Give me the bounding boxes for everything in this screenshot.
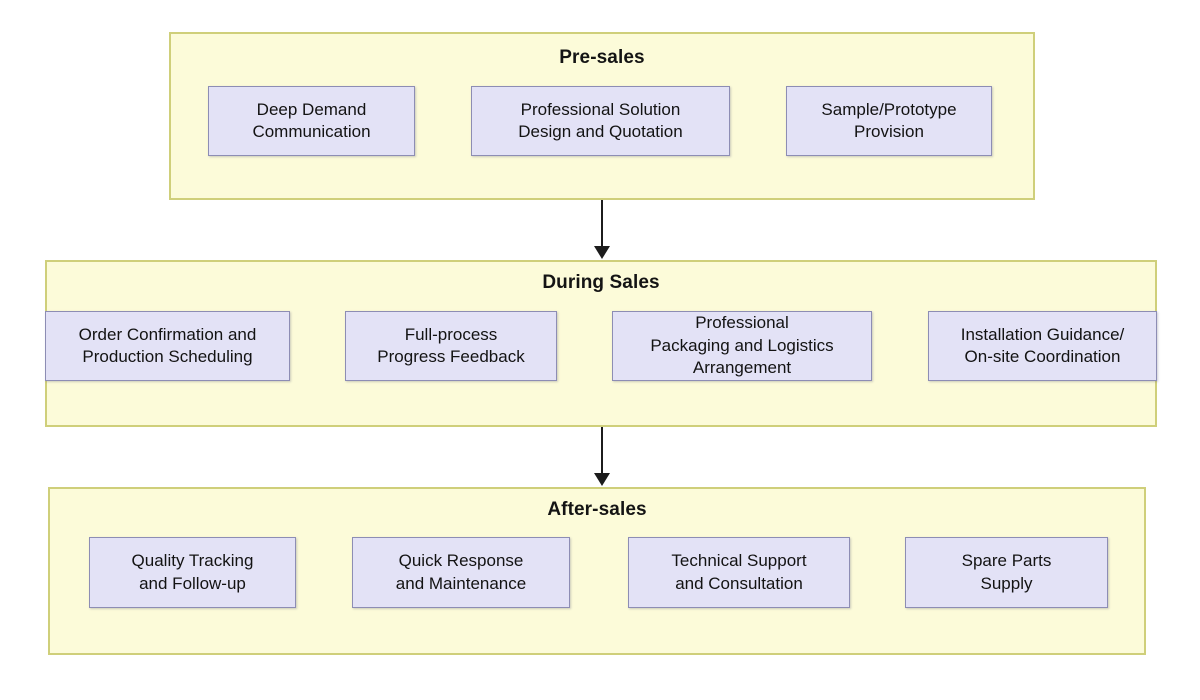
card-line-1: Professional Solution [520,99,681,119]
card-quality-tracking-and-follow-up[interactable]: Quality Tracking and Follow-up [89,537,296,608]
card-line-2: Design and Quotation [518,122,683,141]
card-professional-solution-design-and-quotation[interactable]: Professional Solution Design and Quotati… [471,86,730,156]
card-line-2: On-site Coordination [964,347,1121,366]
card-line-1: Deep Demand [256,99,367,119]
card-installation-guidance-on-site-coordination[interactable]: Installation Guidance/ On-site Coordinat… [928,311,1157,381]
card-line-1: Professional [695,313,789,333]
card-order-confirmation-and-production-scheduling[interactable]: Order Confirmation and Production Schedu… [45,311,290,381]
card-line-2: Provision [854,122,924,141]
card-spare-parts-supply[interactable]: Spare Parts Supply [905,537,1108,608]
stage-title-pre-sales: Pre-sales [559,47,645,68]
stage-title-during-sales: During Sales [542,272,660,293]
card-professional-packaging-and-logistics-arrangement[interactable]: Professional Packaging and Logistics Arr… [612,311,872,381]
card-line-2: Packaging and Logistics [650,335,834,355]
card-line-2: Production Scheduling [82,347,253,366]
card-line-1: Installation Guidance/ [960,324,1125,344]
card-quick-response-and-maintenance[interactable]: Quick Response and Maintenance [352,537,570,608]
card-line-2: and Follow-up [139,573,246,593]
card-deep-demand-communication[interactable]: Deep Demand Communication [208,86,415,156]
card-full-process-progress-feedback[interactable]: Full-process Progress Feedback [345,311,557,381]
card-line-1: Technical Support [671,551,807,571]
connector-pre-to-during-line [601,200,603,248]
connector-during-to-after-arrowhead [594,473,610,486]
card-line-2: and Consultation [675,573,803,593]
card-line-2: Progress Feedback [377,347,525,366]
card-line-1: Spare Parts [961,551,1052,571]
card-line-1: Order Confirmation and [78,324,257,344]
card-technical-support-and-consultation[interactable]: Technical Support and Consultation [628,537,850,608]
connector-during-to-after-line [601,427,603,475]
card-line-2: Supply [980,573,1033,593]
card-line-1: Quality Tracking [131,551,254,571]
card-line-1: Quick Response [398,551,524,571]
stage-title-after-sales: After-sales [547,499,647,520]
card-sample-prototype-provision[interactable]: Sample/Prototype Provision [786,86,992,156]
card-line-1: Full-process [404,324,498,344]
card-line-2: Communication [252,122,371,141]
connector-pre-to-during-arrowhead [594,246,610,259]
card-line-2: and Maintenance [395,573,527,593]
card-line-3: Arrangement [692,358,792,378]
card-line-1: Sample/Prototype [821,99,957,119]
